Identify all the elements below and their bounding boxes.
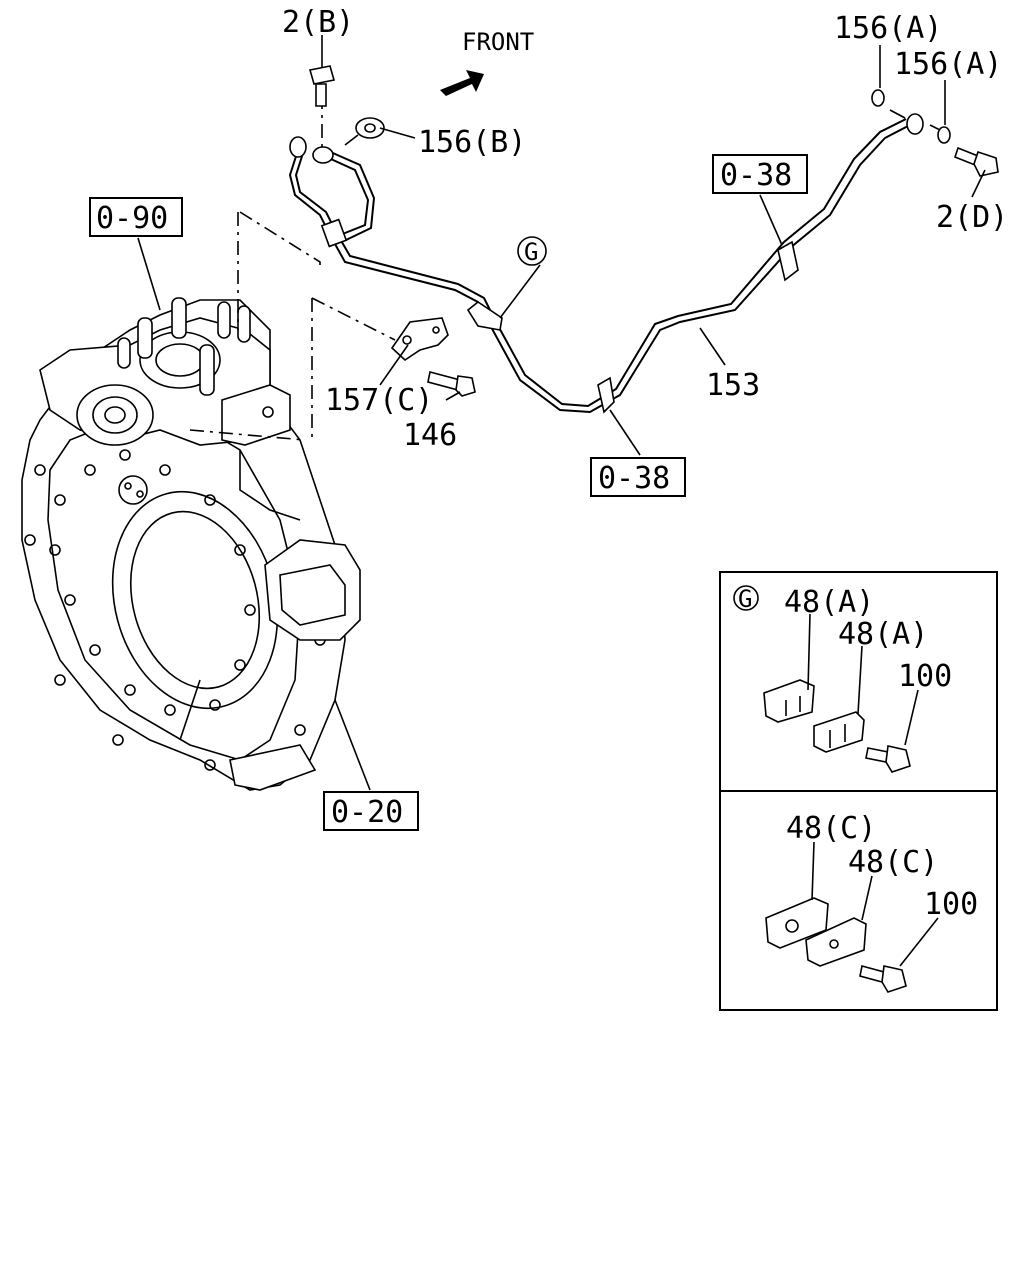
ref-0-90: 0-90: [96, 201, 168, 236]
detail-upper-label-1: 48(A): [784, 585, 874, 620]
callout-2b: 2(B): [282, 5, 354, 40]
detail-lower-label-1: 48(C): [786, 811, 876, 846]
detail-g-marker: G: [738, 585, 752, 613]
bolt-2b: [308, 65, 336, 107]
phantom-lines: [189, 95, 396, 441]
ref-box-0-38-bottom: [590, 457, 686, 497]
bolt-2d: [954, 146, 999, 177]
washers-156a: [871, 89, 951, 144]
detail-lower-label-2: 48(C): [848, 845, 938, 880]
leader-lines: [137, 35, 986, 791]
callout-g: G: [524, 238, 538, 266]
callout-2d: 2(D): [936, 200, 1008, 235]
callout-153: 153: [706, 368, 760, 403]
ref-0-38-top: 0-38: [720, 158, 792, 193]
front-label: FRONT: [462, 28, 534, 56]
washer-156b: [355, 117, 385, 139]
callout-156a-2: 156(A): [894, 47, 1002, 82]
detail-upper-label-2: 48(A): [838, 617, 928, 652]
ref-box-0-20: [323, 791, 419, 831]
callout-156a-1: 156(A): [834, 11, 942, 46]
detail-upper-label-3: 100: [898, 659, 952, 694]
detail-g-marker-circle: [733, 585, 759, 611]
callout-g-circle: [517, 236, 547, 266]
pipe-clamps: [466, 240, 799, 414]
front-arrow: [440, 70, 484, 96]
callout-156b: 156(B): [418, 125, 526, 160]
bolt-146: [427, 371, 476, 397]
callout-157c: 157(C): [325, 383, 433, 418]
ref-0-20: 0-20: [331, 795, 403, 830]
ref-box-0-38-top: [712, 154, 808, 194]
flywheel-housing-drawing: [21, 297, 361, 791]
detail-g-panel: G: [719, 571, 998, 1011]
detail-lower-label-3: 100: [924, 887, 978, 922]
callout-146: 146: [403, 418, 457, 453]
ref-0-38-bottom: 0-38: [598, 461, 670, 496]
ref-box-0-90: [89, 197, 183, 237]
pipe-153: [288, 113, 924, 414]
bracket-157c: [390, 317, 449, 362]
